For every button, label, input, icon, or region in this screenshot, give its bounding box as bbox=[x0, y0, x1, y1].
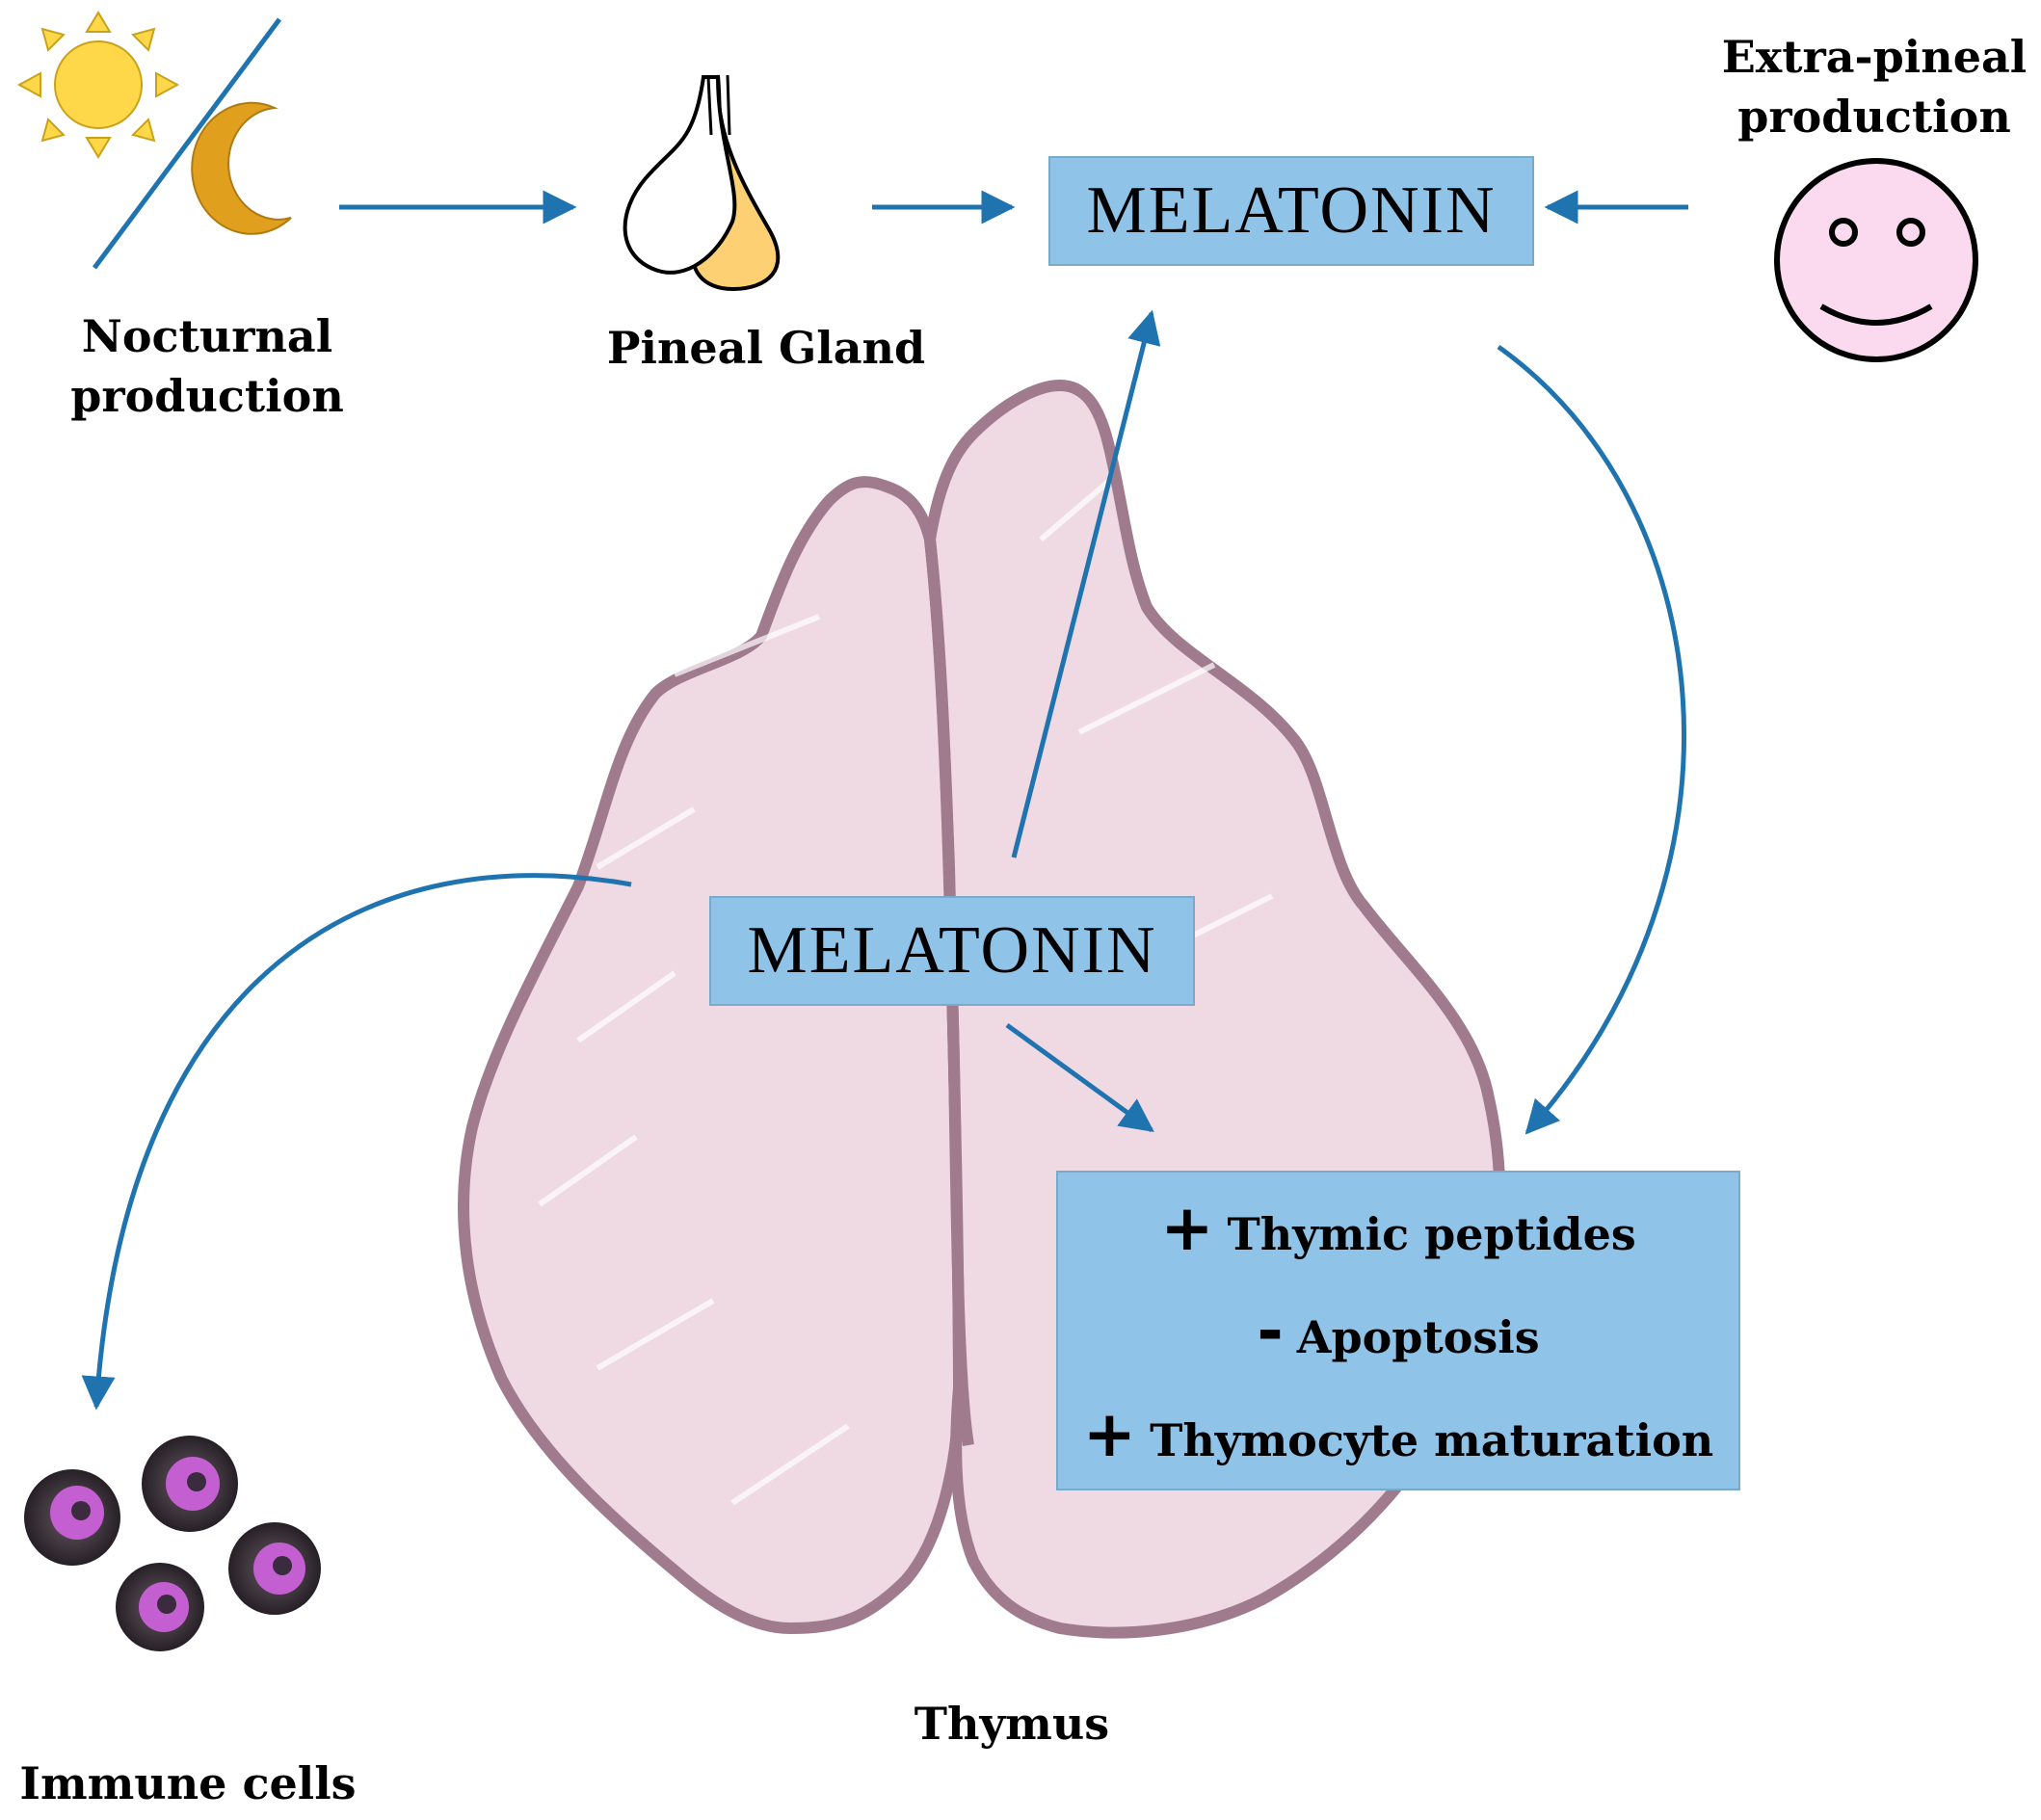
sun-icon bbox=[16, 11, 180, 159]
effect-thymic-peptides: +Thymic peptides bbox=[1160, 1191, 1636, 1265]
melatonin-box-top: MELATONIN bbox=[1048, 156, 1534, 266]
arrow-thymus-to-melatonin bbox=[1011, 309, 1161, 858]
nocturnal-production-label: Nocturnal production bbox=[70, 310, 344, 422]
moon-icon bbox=[191, 101, 292, 235]
immune-cells-label: Immune cells bbox=[19, 1757, 357, 1809]
immune-cell bbox=[142, 1436, 238, 1532]
arrow-melatonin-to-effects bbox=[1497, 344, 1687, 1135]
smiley-face-icon bbox=[1774, 158, 1978, 362]
thymus-label: Thymus bbox=[914, 1698, 1110, 1750]
effect-sign: - bbox=[1257, 1293, 1284, 1368]
effect-apoptosis: -Apoptosis bbox=[1257, 1294, 1539, 1368]
day-night-divider bbox=[92, 17, 282, 270]
thymic-effects-box: +Thymic peptides -Apoptosis +Thymocyte m… bbox=[1056, 1171, 1740, 1490]
pineal-gland-label: Pineal Gland bbox=[606, 322, 926, 374]
immune-cell bbox=[116, 1563, 204, 1651]
effect-sign: + bbox=[1160, 1190, 1214, 1265]
pineal-gland-icon bbox=[623, 74, 781, 292]
effect-text: Thymocyte maturation bbox=[1150, 1413, 1714, 1466]
immune-cells-icon bbox=[24, 1436, 321, 1651]
immune-cell bbox=[228, 1522, 321, 1615]
effect-sign: + bbox=[1082, 1396, 1137, 1471]
immune-cell bbox=[24, 1469, 120, 1566]
thymus-left-lobe bbox=[458, 476, 966, 1635]
effect-text: Apoptosis bbox=[1296, 1310, 1540, 1363]
extra-pineal-production-label: Extra-pineal production bbox=[1721, 31, 2028, 143]
effect-thymocyte-maturation: +Thymocyte maturation bbox=[1083, 1397, 1713, 1471]
melatonin-box-thymus: MELATONIN bbox=[709, 896, 1195, 1006]
arrow-thymus-to-immune-cells bbox=[81, 873, 632, 1411]
effect-text: Thymic peptides bbox=[1227, 1207, 1636, 1260]
arrow-thymic-melatonin-to-effects bbox=[1005, 1022, 1154, 1133]
